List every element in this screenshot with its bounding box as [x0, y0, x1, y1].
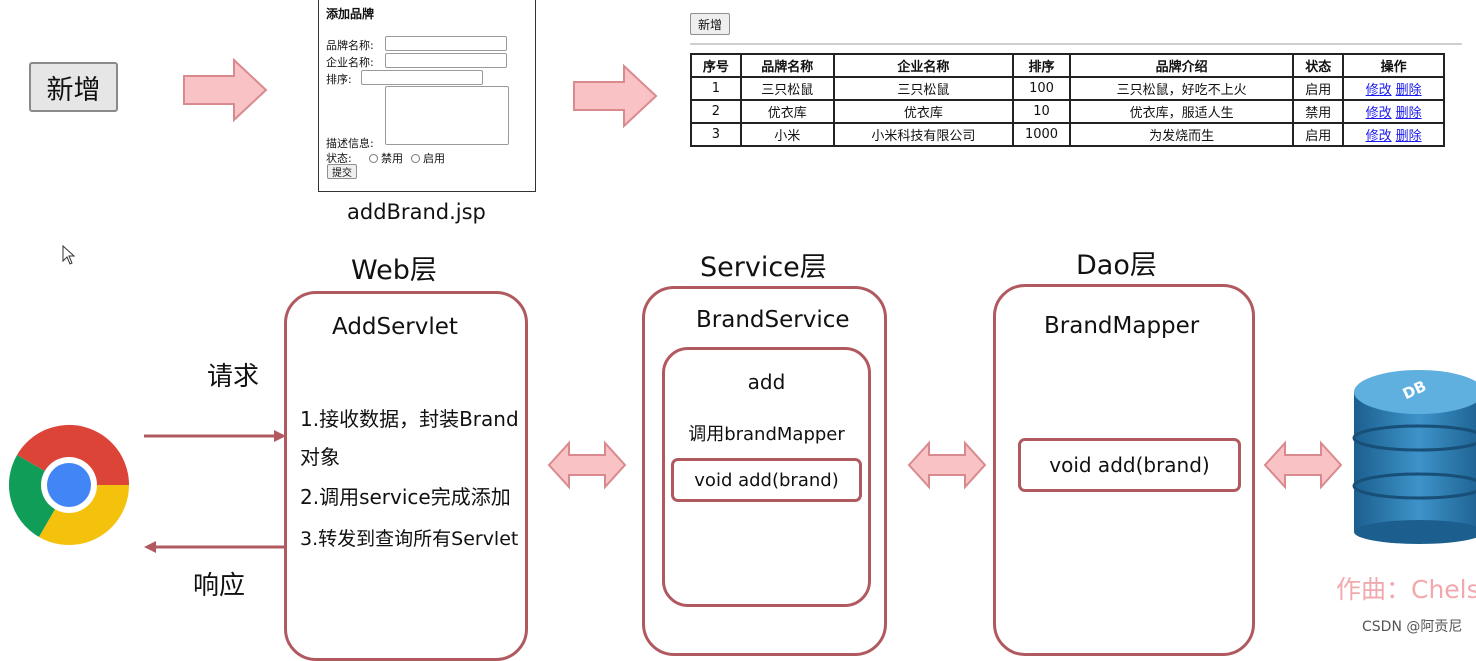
watermark-text: 作曲：Chelsea — [1336, 575, 1476, 604]
chrome-browser-icon — [8, 424, 130, 546]
ordered-label: 排序: — [326, 73, 352, 86]
status-radio-enabled[interactable]: 启用 — [411, 150, 445, 166]
add-brand-button[interactable]: 新增 — [29, 62, 118, 112]
servlet-name: AddServlet — [332, 314, 458, 340]
request-response-arrows — [144, 430, 286, 553]
table-row: 3 小米 小米科技有限公司 1000 为发烧而生 启用 修改删除 — [690, 122, 1445, 147]
submit-button[interactable]: 提交 — [327, 164, 357, 179]
cell-company: 三只松鼠 — [832, 76, 1015, 101]
request-label: 请求 — [207, 362, 260, 392]
bidirectional-arrow-icon — [907, 440, 987, 490]
service-name: BrandService — [696, 307, 850, 333]
cell-status: 启用 — [1292, 76, 1345, 101]
call-mapper-text: 调用brandMapper — [688, 424, 845, 445]
right-arrow-icon — [183, 58, 268, 122]
form-title: 添加品牌 — [326, 7, 375, 21]
header-actions: 操作 — [1342, 53, 1445, 78]
cell-id: 1 — [690, 76, 742, 101]
bidirectional-arrow-icon — [1263, 440, 1343, 490]
cell-actions: 修改删除 — [1342, 99, 1445, 124]
cell-description: 优衣库，服适人生 — [1068, 99, 1295, 124]
brand-name-input[interactable] — [385, 36, 507, 51]
cell-brand: 三只松鼠 — [739, 76, 835, 101]
dao-layer-title: Dao层 — [1076, 250, 1157, 281]
company-name-label: 企业名称: — [326, 56, 374, 69]
cell-ordered: 10 — [1012, 99, 1071, 124]
header-id: 序号 — [690, 53, 742, 78]
web-layer-box: AddServlet 1.接收数据，封装Brand 对象 2.调用service… — [284, 291, 528, 661]
ordered-input[interactable] — [361, 70, 483, 85]
edit-link[interactable]: 修改 — [1365, 129, 1392, 144]
status-label: 状态: — [326, 152, 352, 165]
header-description: 品牌介绍 — [1068, 53, 1295, 78]
cell-company: 小米科技有限公司 — [832, 122, 1015, 147]
cell-ordered: 100 — [1012, 76, 1071, 101]
method-name: add — [747, 370, 786, 394]
service-layer-box: BrandService add 调用brandMapper void add(… — [642, 286, 887, 656]
cell-actions: 修改删除 — [1342, 76, 1445, 101]
company-name-input[interactable] — [385, 53, 507, 68]
header-company: 企业名称 — [832, 53, 1015, 78]
cell-ordered: 1000 — [1012, 122, 1071, 147]
cell-brand: 优衣库 — [739, 99, 835, 124]
step-1-cont: 对象 — [300, 445, 340, 469]
right-arrow-icon — [573, 64, 658, 128]
delete-link[interactable]: 删除 — [1395, 106, 1422, 121]
delete-link[interactable]: 删除 — [1395, 129, 1422, 144]
header-ordered: 排序 — [1012, 53, 1071, 78]
status-radio-disabled[interactable]: 禁用 — [369, 150, 403, 166]
divider — [690, 43, 1462, 45]
mouse-cursor-icon — [62, 245, 76, 265]
description-label: 描述信息: — [326, 137, 374, 150]
delete-link[interactable]: 删除 — [1395, 83, 1422, 98]
header-status: 状态 — [1292, 53, 1345, 78]
table-row: 1 三只松鼠 三只松鼠 100 三只松鼠，好吃不上火 启用 修改删除 — [690, 76, 1445, 101]
edit-link[interactable]: 修改 — [1365, 83, 1392, 98]
mapper-name: BrandMapper — [1044, 313, 1200, 339]
brand-name-label: 品牌名称: — [326, 39, 374, 52]
response-label: 响应 — [193, 571, 246, 601]
header-brand: 品牌名称 — [739, 53, 835, 78]
edit-link[interactable]: 修改 — [1365, 106, 1392, 121]
web-layer-title: Web层 — [351, 255, 437, 286]
brand-table: 序号 品牌名称 企业名称 排序 品牌介绍 状态 操作 1 三只松鼠 三只松鼠 1… — [690, 53, 1445, 147]
add-brand-form: 添加品牌 品牌名称: 企业名称: 排序: 描述信息: 状态: 禁用 启用 提交 — [318, 0, 536, 192]
cell-description: 三只松鼠，好吃不上火 — [1068, 76, 1295, 101]
cell-brand: 小米 — [739, 122, 835, 147]
cell-actions: 修改删除 — [1342, 122, 1445, 147]
database-icon: DB — [1352, 370, 1476, 544]
credit-text: CSDN @阿贡尼 — [1362, 619, 1463, 635]
cell-description: 为发烧而生 — [1068, 122, 1295, 147]
table-row: 2 优衣库 优衣库 10 优衣库，服适人生 禁用 修改删除 — [690, 99, 1445, 124]
cell-status: 禁用 — [1292, 99, 1345, 124]
cell-id: 2 — [690, 99, 742, 124]
step-1: 1.接收数据，封装Brand — [300, 407, 519, 431]
description-textarea[interactable] — [385, 86, 509, 145]
cell-id: 3 — [690, 122, 742, 147]
step-3: 3.转发到查询所有Servlet — [300, 528, 519, 550]
service-method-signature: void add(brand) — [671, 458, 862, 502]
add-method-box: add 调用brandMapper void add(brand) — [662, 347, 871, 607]
table-header-row: 序号 品牌名称 企业名称 排序 品牌介绍 状态 操作 — [690, 53, 1445, 78]
step-2: 2.调用service完成添加 — [300, 485, 511, 509]
dao-method-signature: void add(brand) — [1018, 438, 1241, 492]
form-caption: addBrand.jsp — [347, 200, 486, 224]
cell-company: 优衣库 — [832, 99, 1015, 124]
dao-layer-box: BrandMapper void add(brand) — [993, 284, 1255, 656]
table-add-button[interactable]: 新增 — [690, 13, 730, 35]
service-layer-title: Service层 — [700, 252, 827, 283]
cell-status: 启用 — [1292, 122, 1345, 147]
bidirectional-arrow-icon — [547, 440, 627, 490]
